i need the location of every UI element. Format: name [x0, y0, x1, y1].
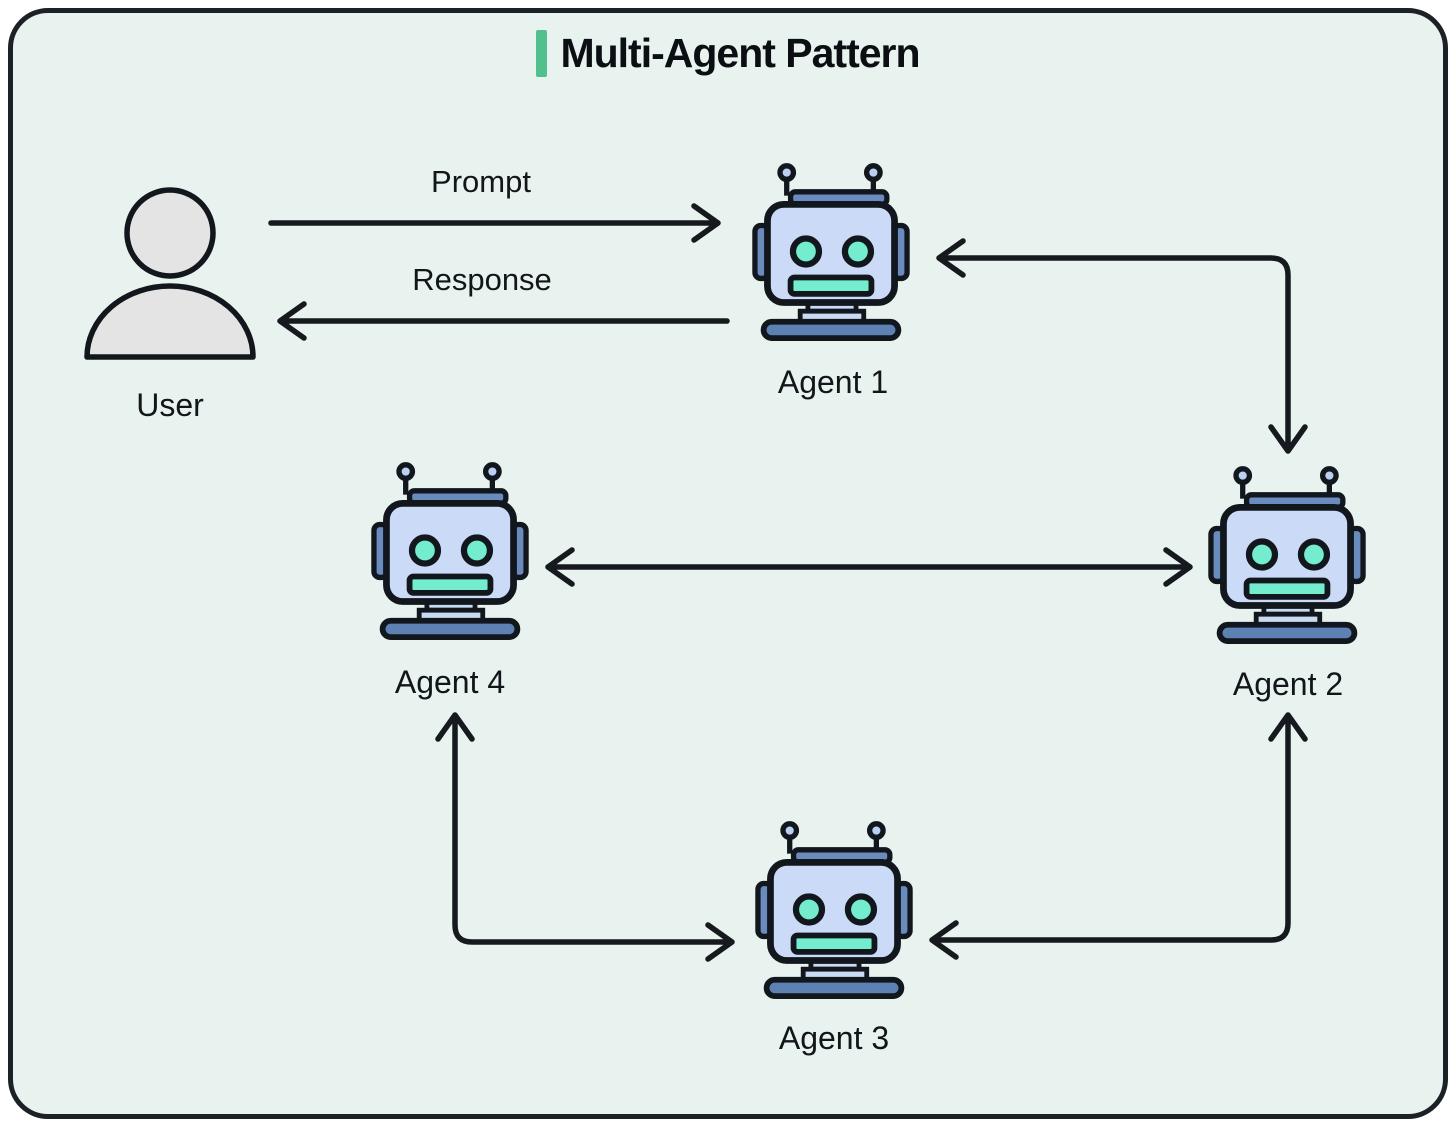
agent-2-icon [1208, 464, 1366, 645]
agent-1-icon [752, 161, 910, 342]
edge-response-label: Response [412, 262, 552, 297]
title-row: Multi-Agent Pattern [0, 30, 1456, 77]
agent-4-label: Agent 4 [394, 664, 506, 700]
agent-3-label: Agent 3 [778, 1020, 890, 1056]
agent-1-label: Agent 1 [777, 364, 889, 400]
edge-prompt-label: Prompt [431, 164, 531, 199]
user-label: User [136, 387, 204, 423]
diagram-title: Multi-Agent Pattern [560, 30, 920, 76]
agent-3-icon [755, 819, 913, 1000]
title-accent-bar [536, 30, 548, 77]
user-icon [84, 187, 256, 360]
agent-4-icon [371, 460, 529, 641]
agent-2-label: Agent 2 [1232, 666, 1344, 702]
